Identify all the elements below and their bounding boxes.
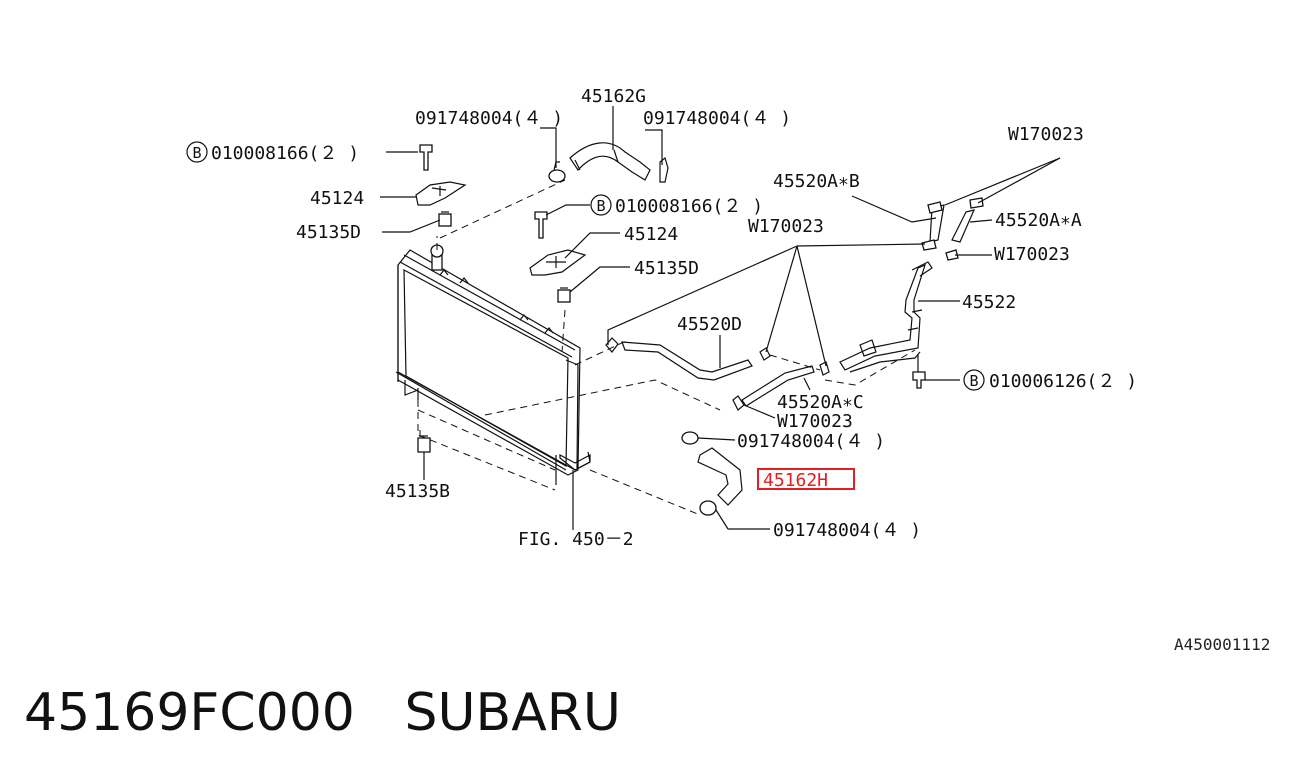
label-hose-lower: 45162H	[763, 470, 828, 491]
label-clip-right: 091748004(４ )	[643, 108, 791, 129]
left-bracket-group	[415, 144, 467, 227]
bolt-marker-right: B	[963, 369, 985, 391]
bolt-marker-mid-text: B	[596, 197, 605, 215]
label-w-top: W170023	[1008, 124, 1084, 145]
bolt-marker-right-text: B	[969, 372, 978, 390]
hose-45520d	[605, 337, 771, 381]
label-w-right: W170023	[994, 244, 1070, 265]
label-clip-lower-top: 091748004(４ )	[737, 431, 885, 452]
label-mount-bottom: 45135B	[385, 481, 450, 502]
small-hoses	[921, 197, 984, 261]
label-pipe: 45522	[962, 292, 1016, 313]
highlight-box	[757, 468, 855, 490]
bolt-marker-mid: B	[590, 194, 612, 216]
upper-hose	[548, 142, 669, 183]
middle-bracket-group	[529, 211, 587, 303]
label-hose-a: 45520A∗A	[995, 210, 1082, 231]
radiator	[395, 244, 591, 485]
label-hose-b: 45520A∗B	[773, 171, 860, 192]
bolt-marker-left-text: B	[192, 144, 201, 162]
label-fig-ref: FIG. 450－2	[518, 529, 634, 550]
caption: 45169FC000 SUBARU	[24, 683, 621, 743]
label-clip-left: 091748004(４ )	[415, 108, 563, 129]
lower-hose	[681, 431, 855, 516]
bolt-markers: B B B	[186, 141, 985, 391]
label-bracket-left: 45124	[310, 188, 364, 209]
caption-part-number: 45169FC000	[24, 683, 355, 743]
reference-code: A450001112	[1174, 635, 1271, 654]
label-clip-lower-bottom: 091748004(４ )	[773, 520, 921, 541]
label-hose-upper: 45162G	[581, 86, 646, 107]
label-bolt-left: 010008166(２ )	[211, 143, 359, 164]
part-labels: 091748004(４ ) 45162G 091748004(４ ) 01000…	[211, 86, 1137, 550]
bolt-marker-left: B	[186, 141, 208, 163]
leader-lines	[380, 106, 1061, 530]
label-w-lower: W170023	[777, 411, 853, 432]
label-hose-d: 45520D	[677, 314, 742, 335]
label-mount-mid: 45135D	[634, 258, 699, 279]
label-bolt-mid: 010008166(２ )	[615, 196, 763, 217]
right-bolt	[912, 355, 926, 389]
assembly-lines	[417, 179, 916, 516]
label-mount-left: 45135D	[296, 222, 361, 243]
caption-brand: SUBARU	[404, 683, 621, 743]
label-w-center: W170023	[748, 216, 824, 237]
label-hose-c: 45520A∗C	[777, 392, 864, 413]
label-bracket-mid: 45124	[624, 224, 678, 245]
bottom-mount	[417, 435, 431, 453]
label-bolt-right: 010006126(２ )	[989, 371, 1137, 392]
